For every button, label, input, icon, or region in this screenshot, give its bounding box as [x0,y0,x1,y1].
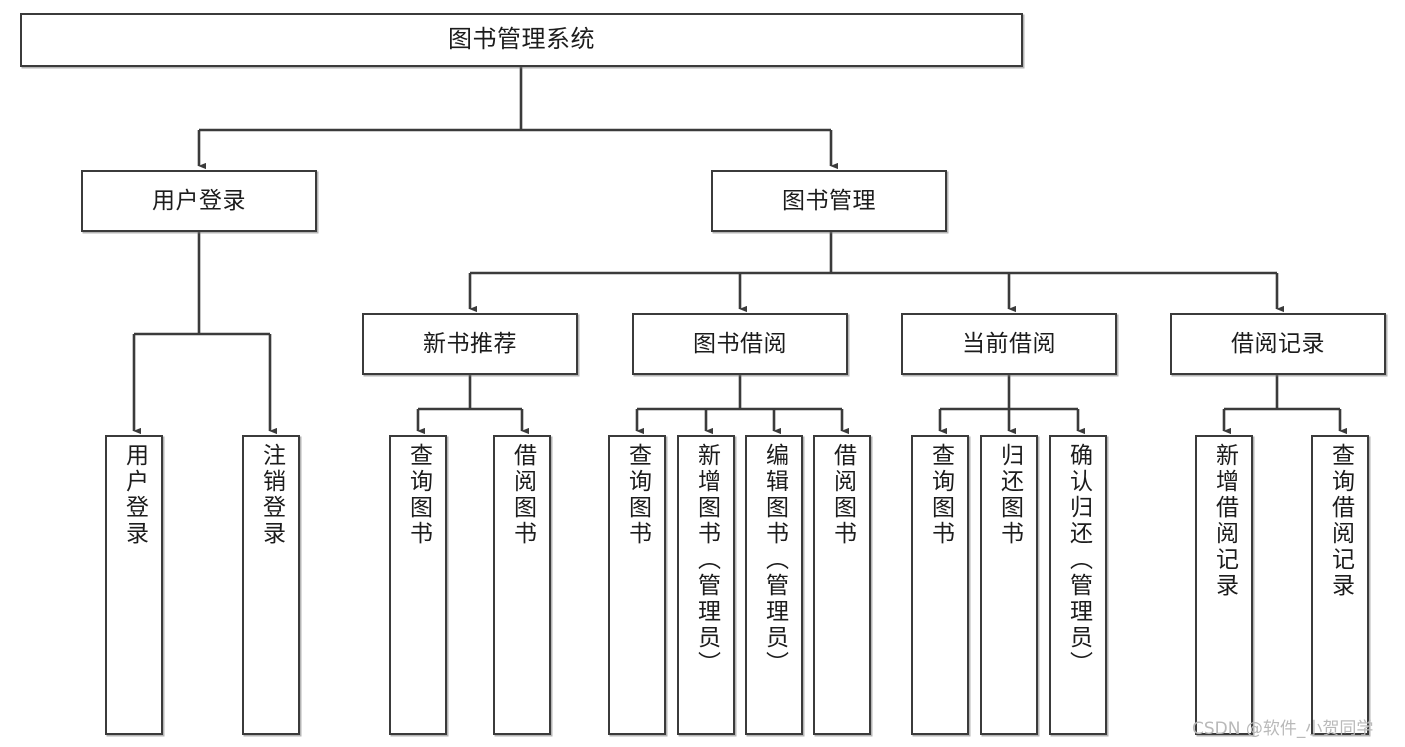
leaf-current-borrow-return[interactable]: 归还图书 [980,435,1038,735]
node-label: 借阅图书 [509,443,536,547]
leaf-book-borrow-query[interactable]: 查询图书 [608,435,666,735]
node-label: 用户登录 [121,443,148,547]
leaf-user-login-login[interactable]: 用户登录 [105,435,163,735]
leaf-book-borrow-borrow[interactable]: 借阅图书 [813,435,871,735]
node-new-book-recommend[interactable]: 新书推荐 [362,313,578,375]
node-label: 查询图书 [624,443,651,547]
node-label: 注销登录 [258,443,285,547]
leaf-current-borrow-confirm-return[interactable]: 确认归还（管理员） [1049,435,1107,735]
leaf-book-borrow-add[interactable]: 新增图书（管理员） [677,435,735,735]
node-book-management-system[interactable]: 图书管理系统 [20,13,1023,67]
node-label: 归还图书 [996,443,1023,547]
leaf-borrow-record-add[interactable]: 新增借阅记录 [1195,435,1253,735]
leaf-new-book-query[interactable]: 查询图书 [389,435,447,735]
node-book-management[interactable]: 图书管理 [711,170,947,232]
leaf-user-login-logout[interactable]: 注销登录 [242,435,300,735]
node-label: 用户登录 [152,187,246,214]
node-book-borrow[interactable]: 图书借阅 [632,313,848,375]
node-label: 确认归还（管理员） [1065,443,1092,677]
leaf-book-borrow-edit[interactable]: 编辑图书（管理员） [745,435,803,735]
leaf-borrow-record-query[interactable]: 查询借阅记录 [1311,435,1369,735]
node-label: 查询图书 [405,443,432,547]
leaf-current-borrow-query[interactable]: 查询图书 [911,435,969,735]
node-label: 当前借阅 [962,330,1056,357]
leaf-new-book-borrow[interactable]: 借阅图书 [493,435,551,735]
node-label: 查询图书 [927,443,954,547]
node-label: 借阅记录 [1231,330,1325,357]
node-label: 借阅图书 [829,443,856,547]
node-label: 新增借阅记录 [1211,443,1238,599]
node-label: 新增图书（管理员） [693,443,720,677]
node-user-login[interactable]: 用户登录 [81,170,317,232]
node-label: 新书推荐 [423,330,517,357]
node-label: 编辑图书（管理员） [761,443,788,677]
node-label: 图书借阅 [693,330,787,357]
node-label: 图书管理 [782,187,876,214]
node-label: 图书管理系统 [448,25,595,54]
node-current-borrow[interactable]: 当前借阅 [901,313,1117,375]
node-borrow-record[interactable]: 借阅记录 [1170,313,1386,375]
node-label: 查询借阅记录 [1327,443,1354,599]
